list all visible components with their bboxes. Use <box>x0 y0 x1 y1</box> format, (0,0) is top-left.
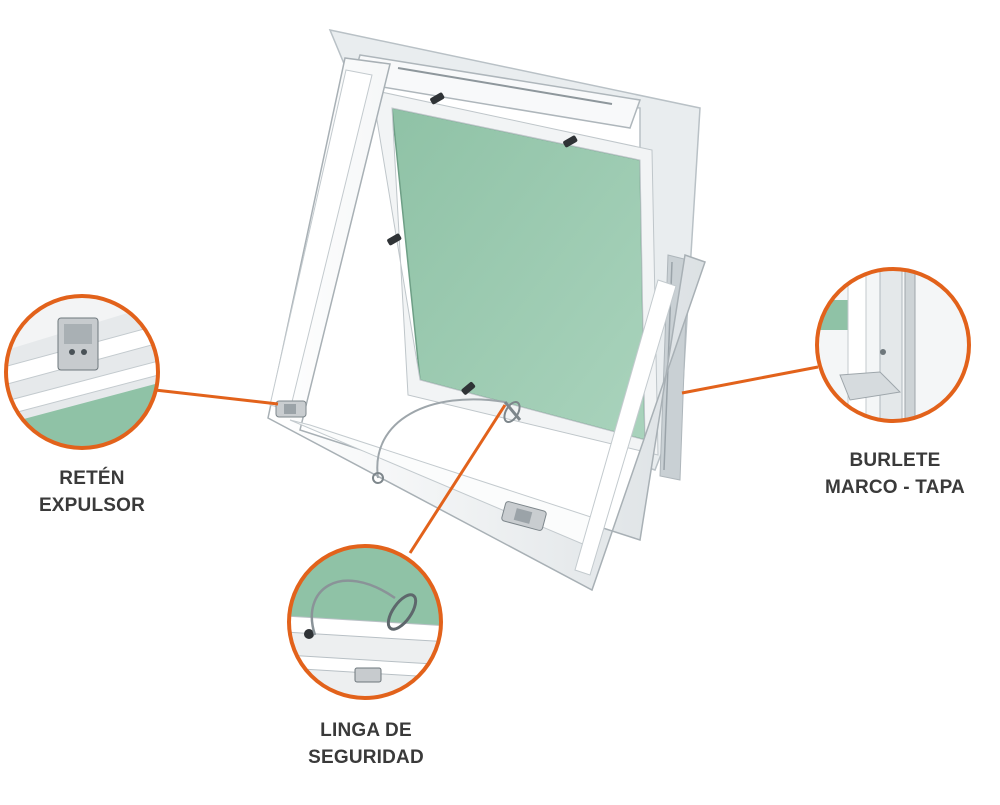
label-burlete-line-1: BURLETE <box>849 450 941 471</box>
leader-line-linga <box>408 404 507 554</box>
latch-right <box>501 501 547 531</box>
leader-lines <box>154 365 819 554</box>
latch-left <box>275 400 307 418</box>
leader-line-reten <box>154 388 279 406</box>
safety-cable <box>372 398 522 484</box>
access-panel <box>267 28 706 592</box>
label-reten-line-1: RETÉN <box>59 468 125 489</box>
label-reten-expulsor: RETÉN EXPULSOR <box>22 465 162 519</box>
label-linga-line-1: LINGA DE <box>320 720 412 741</box>
label-burlete-marco-tapa: BURLETE MARCO - TAPA <box>810 447 980 501</box>
callout-circle-linga <box>287 544 443 700</box>
leader-line-burlete <box>681 365 819 395</box>
callout-circle-reten <box>4 294 160 450</box>
label-linga-line-2: SEGURIDAD <box>308 747 424 768</box>
callout-circle-burlete <box>815 267 971 423</box>
label-reten-line-2: EXPULSOR <box>38 495 146 516</box>
label-linga-seguridad: LINGA DE SEGURIDAD <box>296 717 436 771</box>
label-burlete-line-2: MARCO - TAPA <box>825 477 965 498</box>
